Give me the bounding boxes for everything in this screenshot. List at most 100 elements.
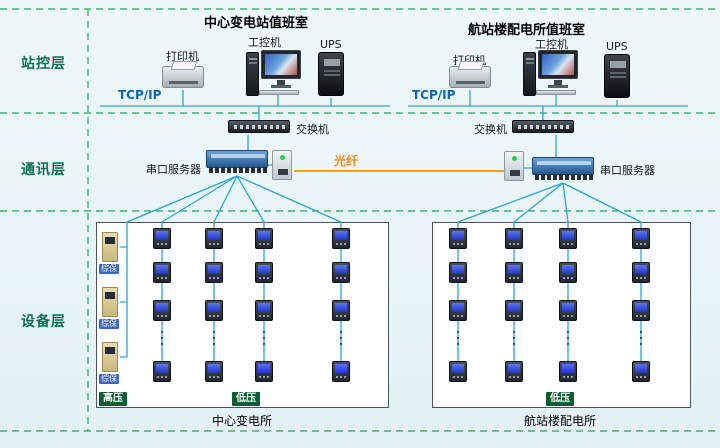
power-meter: [449, 228, 467, 249]
ellipsis-dots: [513, 331, 515, 349]
meter-screen: [562, 265, 574, 274]
left-room-title: 中心变电站值班室: [204, 16, 309, 31]
right-serial-server-label: 串口服务器: [600, 164, 655, 177]
power-meter: [153, 228, 171, 249]
power-meter: [332, 361, 350, 382]
right-switch-label: 交换机: [474, 123, 507, 136]
left-serial-server-icon: [206, 150, 268, 173]
power-meter: [505, 262, 523, 283]
meter-screen: [208, 364, 220, 373]
power-meter: [632, 361, 650, 382]
left-box-caption: 中心变电所: [212, 414, 273, 428]
meter-screen: [335, 231, 347, 240]
meter-screen: [335, 303, 347, 312]
meter-screen: [208, 265, 220, 274]
right-tcpip-label: TCP/IP: [412, 88, 456, 102]
protection-relay-icon: [102, 342, 118, 372]
meter-screen: [335, 265, 347, 274]
right-low-voltage-badge: 低压: [546, 392, 574, 406]
left-pc-label: 工控机: [248, 36, 281, 49]
meter-screen: [208, 231, 220, 240]
right-pc-screen: [542, 54, 574, 75]
right-ups-label: UPS: [606, 40, 628, 53]
meter-screen: [156, 364, 168, 373]
left-printer-icon: [162, 66, 204, 88]
protection-screen: [105, 292, 115, 299]
left-fiber-converter-icon: [272, 150, 292, 180]
protection-badge: 综保: [99, 374, 119, 384]
meter-screen: [258, 231, 270, 240]
right-monitor-base: [548, 85, 568, 88]
ellipsis-dots: [340, 331, 342, 349]
power-meter: [153, 262, 171, 283]
right-pc-monitor-icon: [538, 50, 578, 79]
meter-screen: [452, 231, 464, 240]
meter-screen: [508, 265, 520, 274]
layer-label-station-control: 站控层: [21, 56, 66, 72]
left-ups-label: UPS: [320, 38, 342, 51]
left-pc-tower-icon: [246, 52, 259, 96]
power-meter: [559, 300, 577, 321]
power-meter: [153, 300, 171, 321]
meter-screen: [635, 303, 647, 312]
power-meter: [205, 300, 223, 321]
ellipsis-dots: [161, 331, 163, 349]
left-low-voltage-badge: 低压: [232, 392, 260, 406]
power-meter: [153, 361, 171, 382]
meter-screen: [258, 303, 270, 312]
power-meter: [632, 262, 650, 283]
power-meter: [205, 361, 223, 382]
meter-screen: [508, 364, 520, 373]
protection-badge: 综保: [99, 264, 119, 274]
left-switch-icon: [228, 120, 290, 133]
meter-screen: [508, 303, 520, 312]
meter-screen: [156, 303, 168, 312]
power-meter: [559, 361, 577, 382]
protection-badge: 综保: [99, 319, 119, 329]
right-switch-icon: [512, 120, 574, 133]
power-meter: [255, 361, 273, 382]
meter-screen: [508, 231, 520, 240]
ellipsis-dots: [567, 331, 569, 349]
protection-relay-icon: [102, 287, 118, 317]
meter-screen: [562, 364, 574, 373]
power-meter: [255, 228, 273, 249]
power-meter: [205, 228, 223, 249]
power-meter: [205, 262, 223, 283]
meter-screen: [452, 364, 464, 373]
ellipsis-dots: [640, 331, 642, 349]
left-tcpip-label: TCP/IP: [118, 88, 162, 102]
ellipsis-dots: [263, 331, 265, 349]
left-ups-icon: [318, 52, 344, 96]
layer-label-communication: 通讯层: [21, 162, 66, 178]
left-monitor-base: [271, 85, 291, 88]
meter-screen: [335, 364, 347, 373]
power-meter: [632, 228, 650, 249]
power-meter: [332, 228, 350, 249]
meter-screen: [635, 231, 647, 240]
layer-label-device: 设备层: [21, 314, 66, 330]
right-box-caption: 航站楼配电所: [524, 414, 597, 428]
power-meter: [255, 300, 273, 321]
power-meter: [332, 262, 350, 283]
power-meter: [505, 228, 523, 249]
power-meter: [559, 228, 577, 249]
meter-screen: [562, 231, 574, 240]
power-meter: [449, 300, 467, 321]
left-pc-screen: [265, 54, 297, 75]
right-pc-tower-icon: [523, 52, 536, 96]
meter-screen: [635, 265, 647, 274]
power-meter: [505, 361, 523, 382]
protection-screen: [105, 347, 115, 354]
meter-screen: [562, 303, 574, 312]
meter-screen: [156, 231, 168, 240]
power-meter: [449, 262, 467, 283]
fiber-label: 光纤: [334, 154, 359, 168]
meter-screen: [635, 364, 647, 373]
meter-screen: [452, 265, 464, 274]
right-printer-icon: [449, 66, 491, 88]
high-voltage-badge: 高压: [99, 392, 127, 406]
meter-screen: [258, 364, 270, 373]
power-meter: [505, 300, 523, 321]
